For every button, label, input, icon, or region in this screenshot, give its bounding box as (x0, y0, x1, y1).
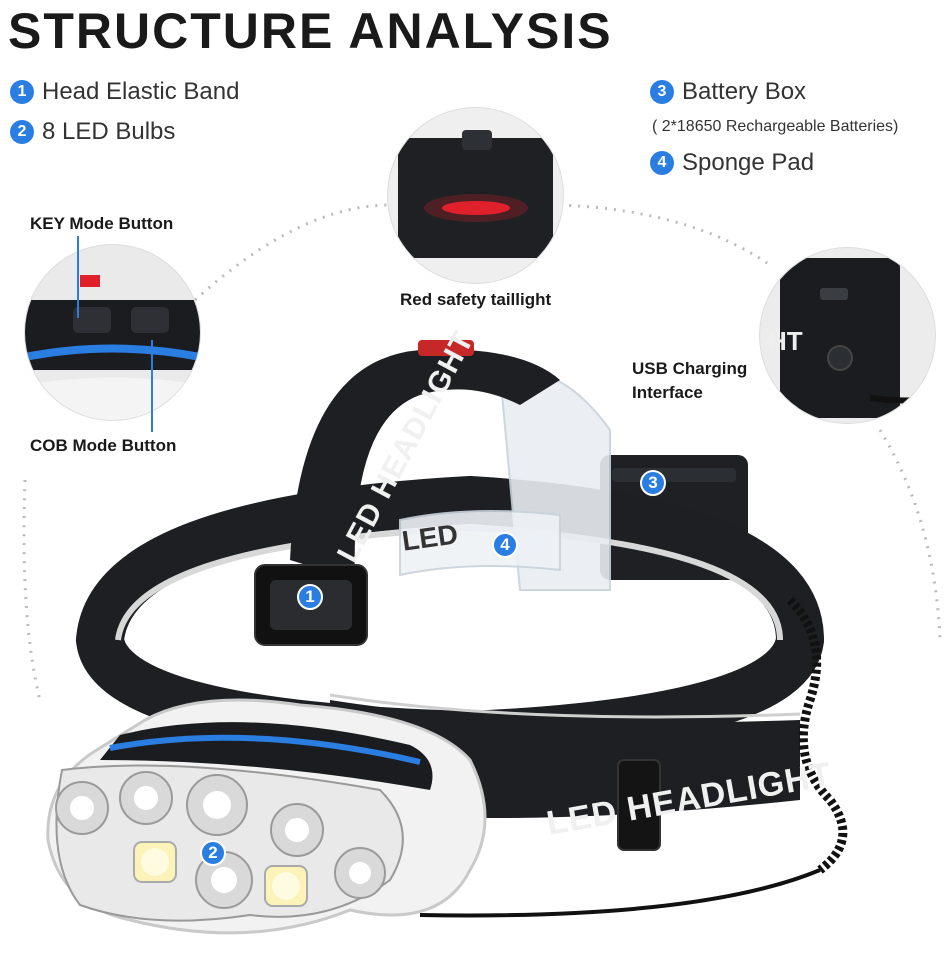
detail-circle-taillight (388, 108, 563, 283)
callout-cob-mode-button: COB Mode Button (30, 436, 177, 455)
legend-label: 8 LED Bulbs (42, 118, 176, 145)
legend-number: 2 (10, 120, 34, 144)
led-bulbs (55, 771, 386, 909)
legend-label: Battery Box (682, 78, 807, 105)
legend-number: 3 (650, 80, 674, 104)
dotted-connector (22, 479, 42, 701)
legend-item-led-bulbs: 2 8 LED Bulbs (10, 118, 175, 146)
legend-number: 1 (10, 80, 34, 104)
legend-item-battery-box: 3 Battery Box (650, 78, 806, 106)
legend-item-head-band: 1 Head Elastic Band (10, 78, 239, 106)
marker-led-bulbs: 2 (200, 840, 226, 866)
marker-sponge-pad: 4 (492, 532, 518, 558)
dotted-connector (559, 203, 771, 267)
callout-usb-line2: Interface (632, 383, 703, 402)
callout-usb-charging: USB Charging Interface (632, 357, 747, 405)
dotted-connector (878, 429, 942, 641)
top-strap (290, 349, 560, 580)
battery-note: ( 2*18650 Rechargeable Batteries) (652, 118, 899, 135)
legend-item-sponge-pad: 4 Sponge Pad (650, 149, 814, 177)
legend-label: Head Elastic Band (42, 78, 240, 105)
callout-usb-line1: USB Charging (632, 359, 748, 378)
page-title: STRUCTURE ANALYSIS (8, 3, 613, 59)
callout-red-safety-taillight: Red safety taillight (400, 290, 552, 309)
detail-circle-usb: HT (760, 248, 935, 423)
callout-key-mode-button: KEY Mode Button (30, 214, 174, 233)
marker-head-band: 1 (297, 584, 323, 610)
dotted-connector (193, 203, 391, 302)
detail-circle-buttons (25, 245, 200, 420)
legend-label: Sponge Pad (682, 149, 815, 176)
usb-band-text: HT (768, 326, 803, 356)
marker-battery-box: 3 (640, 470, 666, 496)
legend-number: 4 (650, 151, 674, 175)
